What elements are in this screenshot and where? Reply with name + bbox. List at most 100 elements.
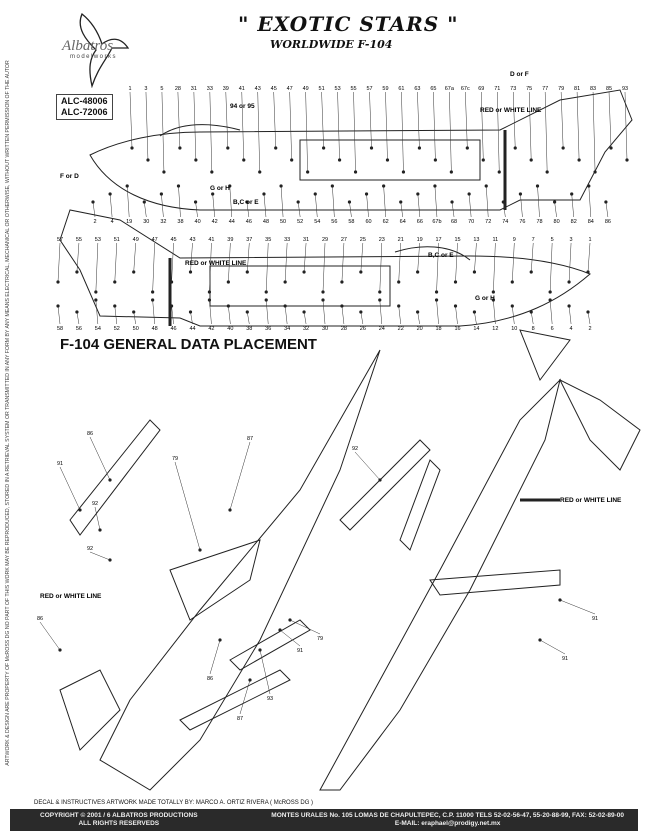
callout-number: 10 [511, 326, 517, 332]
callout-dot [58, 648, 62, 652]
callout-dot [226, 280, 230, 284]
callout-dot [228, 508, 232, 512]
callout-dot [378, 478, 382, 482]
callout-leader [379, 299, 383, 325]
callout-dot [94, 290, 98, 294]
callout-dot [262, 192, 266, 196]
callout-dot [453, 280, 458, 284]
callout-number: 55 [76, 237, 82, 243]
callout-dot [132, 310, 136, 314]
callout-leader [174, 461, 201, 551]
callout-number: 24 [379, 326, 385, 332]
callout-dot [529, 158, 533, 162]
callout-number: 27 [341, 237, 347, 243]
callout-dot [340, 304, 344, 308]
callout-dot [245, 270, 249, 274]
callout-leader [303, 311, 307, 325]
callout-dot [302, 310, 306, 314]
callout-leader [305, 91, 308, 173]
callout-leader [322, 299, 326, 325]
callout-leader [190, 311, 193, 325]
callout-number: 79 [317, 636, 323, 642]
callout-number: 55 [350, 86, 356, 92]
callout-number: 52 [297, 219, 303, 225]
callout-dot [132, 270, 136, 274]
callout-dot [535, 184, 540, 188]
callout-leader [265, 299, 269, 325]
callout-number: 72 [485, 219, 491, 225]
callout-leader [341, 305, 345, 325]
callout-leader [493, 242, 496, 293]
callout-number: 20 [417, 326, 423, 332]
callout-number: 17 [436, 237, 442, 243]
callout-leader [225, 91, 229, 149]
callout-leader [265, 242, 269, 293]
callout-number: 28 [341, 326, 347, 332]
callout-dot [302, 270, 306, 274]
callout-leader [92, 201, 96, 218]
callout-leader [588, 185, 592, 218]
callout-leader [126, 185, 130, 218]
callout-dot [397, 280, 401, 284]
callout-dot [434, 298, 439, 302]
callout-leader [209, 639, 221, 675]
callout-number: 65 [430, 86, 436, 92]
callout-leader [366, 193, 369, 218]
callout-number: 32 [303, 326, 309, 332]
callout-leader [549, 242, 553, 293]
callout-dot [151, 290, 155, 294]
callout-number: 39 [223, 86, 229, 92]
callout-leader [530, 311, 534, 325]
rights: ALL RIGHTS RESERVEDS [78, 820, 160, 827]
callout-dot [178, 146, 182, 150]
callout-number: 68 [451, 219, 457, 225]
callout-leader [171, 242, 174, 283]
callout-leader [39, 621, 61, 651]
callout-number: 50 [133, 326, 139, 332]
callout-number: 45 [271, 86, 277, 92]
callout-leader [385, 91, 388, 161]
callout-number: 42 [208, 326, 214, 332]
callout-dot [113, 304, 117, 308]
callout-leader [400, 201, 403, 218]
callout-leader [587, 242, 591, 273]
plan-view-bottom [319, 329, 641, 791]
callout-dot [264, 290, 268, 294]
callout-leader [57, 242, 61, 283]
callout-leader [451, 201, 455, 218]
footer-bar: COPYRIGHT © 2001 / 6 ALBATROS PRODUCTION… [10, 809, 638, 831]
callout-dot [359, 310, 363, 314]
note-bc-or-e-top: B,C or E [233, 199, 259, 206]
callout-leader [246, 201, 250, 218]
callout-number: 67c [461, 86, 470, 92]
callout-number: 45 [171, 237, 177, 243]
callout-number: 43 [189, 237, 195, 243]
callout-dot [283, 304, 287, 308]
callout-dot [604, 200, 608, 204]
callout-dot [278, 628, 282, 632]
callout-number: 56 [76, 326, 82, 332]
callout-leader [433, 91, 436, 161]
note-red-white-plan-top: RED or WHITE LINE [40, 593, 102, 600]
callout-number: 57 [57, 237, 63, 243]
callout-leader [544, 91, 548, 173]
callout-leader [95, 299, 99, 325]
callout-number: 1 [128, 86, 131, 92]
callout-leader [212, 193, 215, 218]
callout-number: 57 [366, 86, 372, 92]
plan-view-top [59, 349, 381, 791]
callout-leader [94, 506, 101, 531]
callout-leader [587, 311, 591, 325]
callout-number: 33 [207, 86, 213, 92]
callout-number: 39 [227, 237, 233, 243]
callout-dot [577, 158, 581, 162]
callout-leader [353, 91, 356, 173]
callout-leader [315, 193, 318, 218]
callout-leader [537, 185, 540, 218]
callout-leader [354, 451, 381, 481]
callout-number: 77 [542, 86, 548, 92]
callout-dot [586, 270, 590, 274]
callout-dot [417, 146, 422, 150]
